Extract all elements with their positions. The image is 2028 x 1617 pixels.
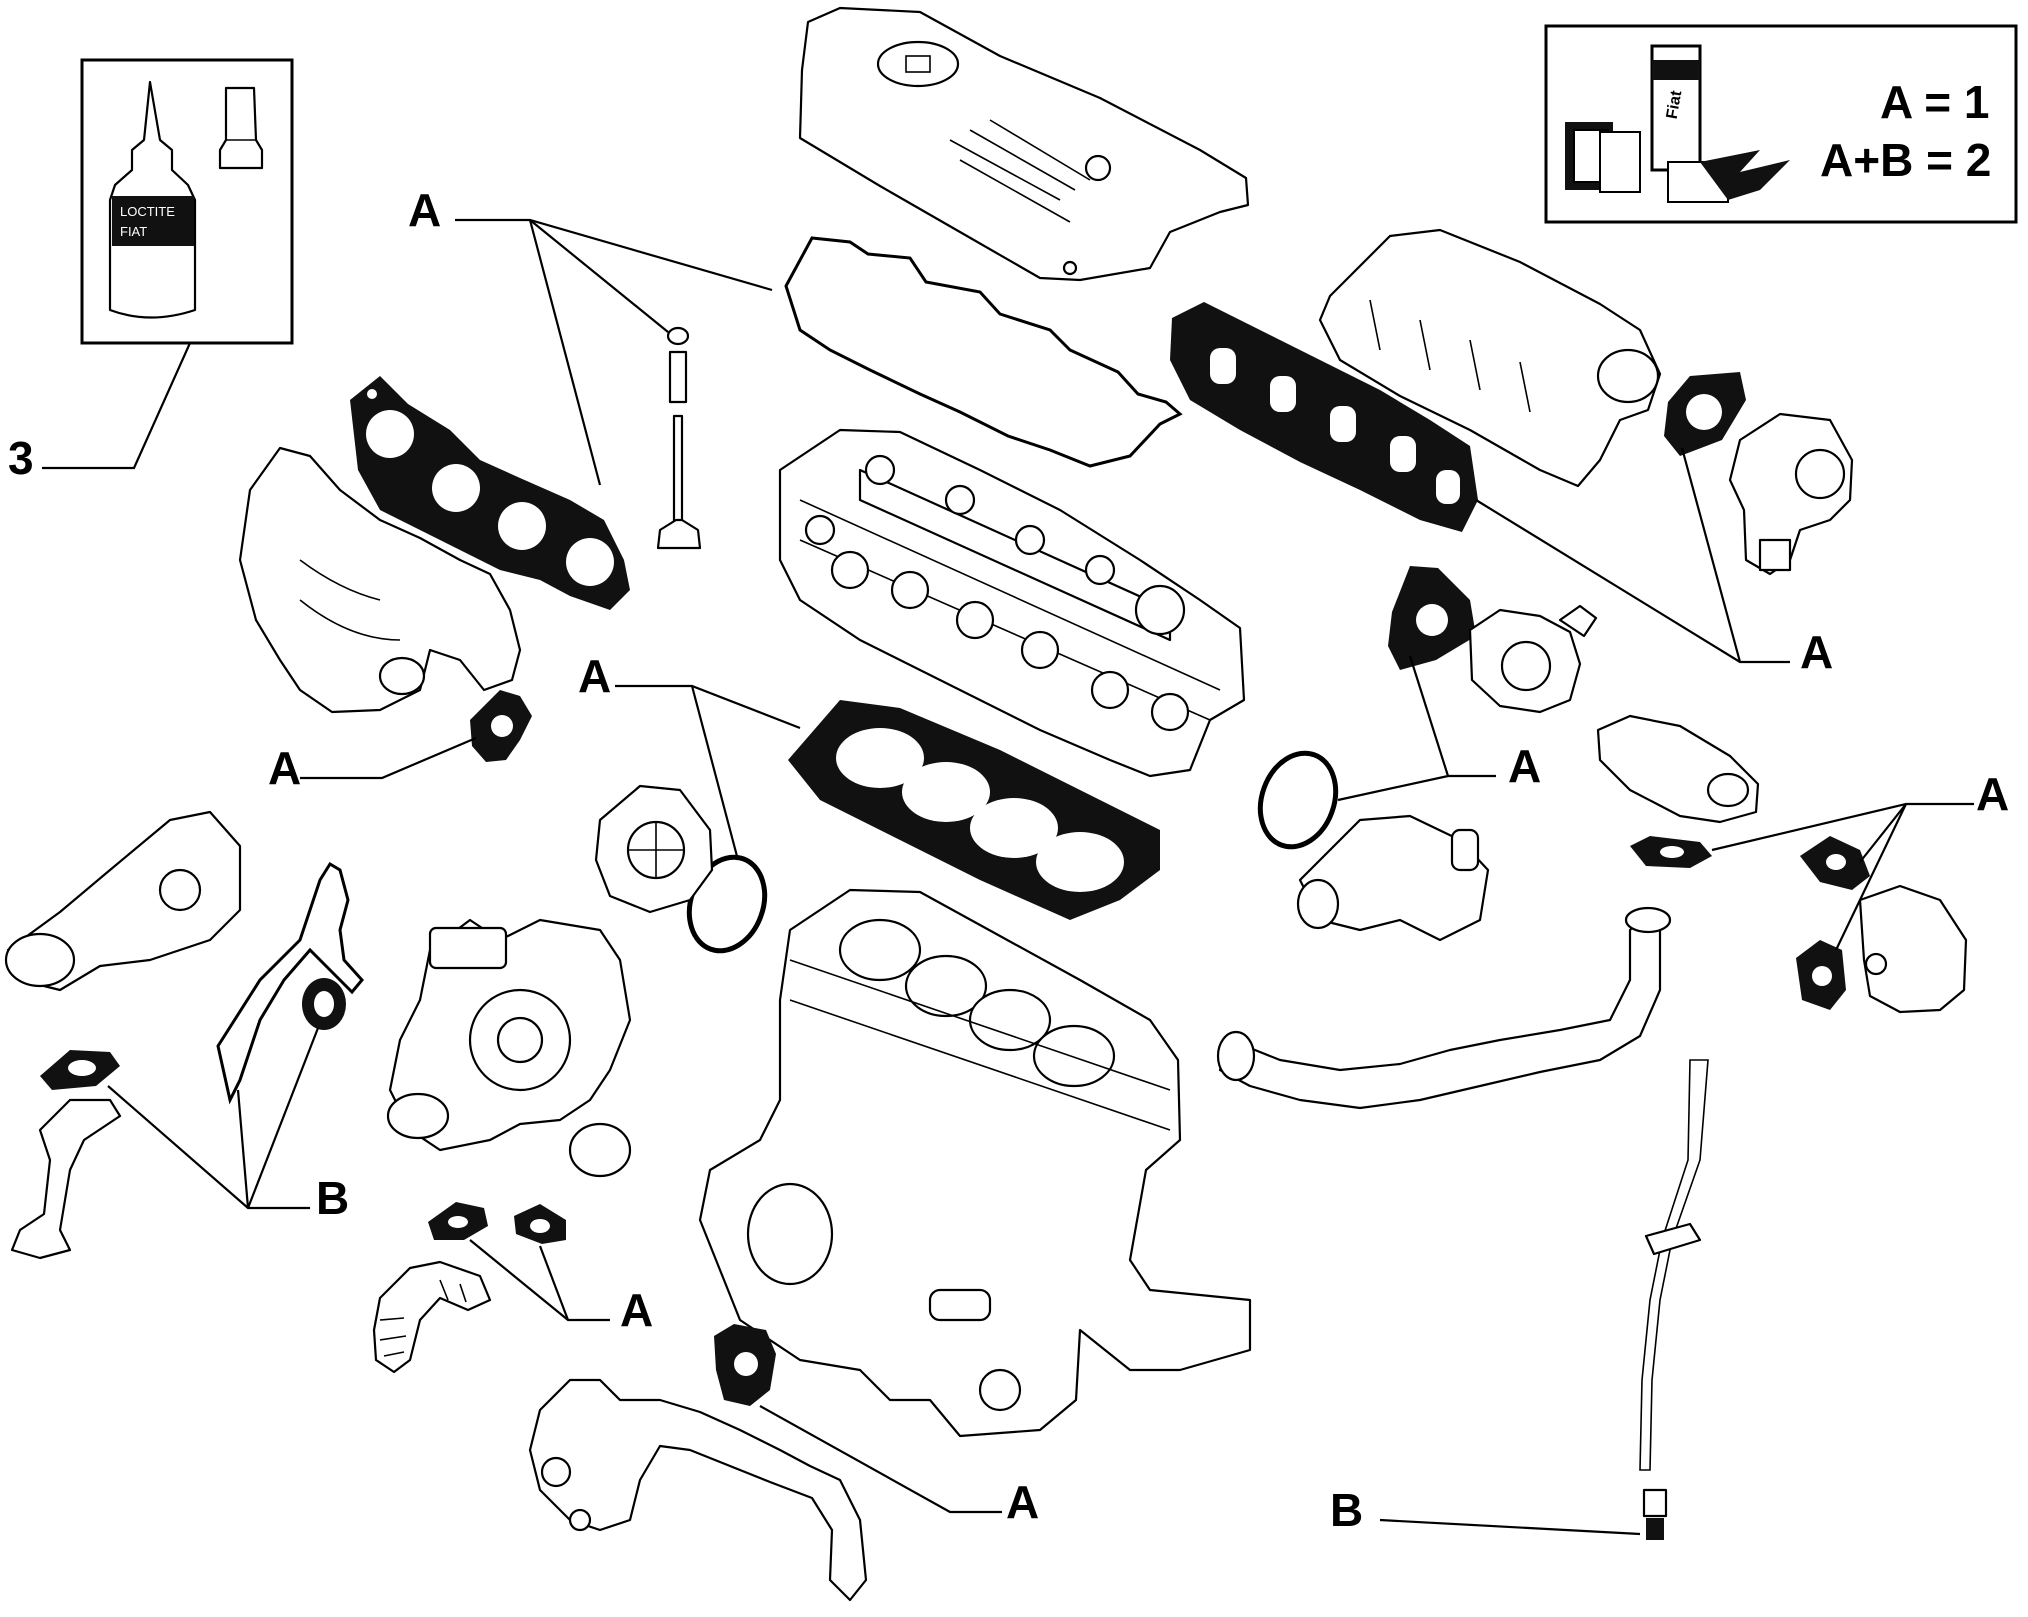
timing-cover-gasket: [216, 861, 364, 1105]
callout-a-thermostat: A: [1508, 740, 1541, 792]
cylinder-head-gasket: [788, 700, 1160, 920]
engine-block: [698, 888, 1252, 1438]
exhaust-manifold-gasket: [350, 376, 630, 610]
callout-b-front: B: [316, 1172, 349, 1224]
sealant-leader-line: [42, 342, 192, 470]
coolant-flange-gasket: [714, 1324, 776, 1406]
callout-a-exhaust-flange: A: [268, 742, 301, 794]
turbo-oil-hose: [372, 1260, 492, 1374]
turbocharger: [386, 918, 632, 1178]
sealant-tube-box: LOCTITE FIAT: [80, 58, 294, 345]
intake-manifold: [1318, 228, 1662, 488]
callout-a-valve-cover: A: [408, 184, 441, 236]
valve-cover-gasket: [784, 236, 1183, 468]
sealant-callout: 3: [8, 432, 34, 484]
thermostat-o-ring: [1257, 750, 1339, 850]
throttle-gasket: [1664, 372, 1746, 456]
legend-box: Fiat A = 1 A+B = 2: [1544, 24, 2018, 224]
callout-b-dipstick: B: [1330, 1484, 1363, 1536]
egr-elbow: [1858, 884, 1968, 1014]
exhaust-flange-gasket: [470, 690, 532, 762]
vacuum-pump-gasket: [1388, 566, 1476, 670]
legend-line-1: A = 1: [1880, 76, 1990, 128]
svg-text:FIAT: FIAT: [120, 224, 147, 239]
throttle-body: [1728, 412, 1854, 576]
callout-a-egr: A: [1976, 768, 2009, 820]
callout-a-pipe: A: [1006, 1476, 1039, 1528]
callout-a-turbo: A: [620, 1284, 653, 1336]
valve-and-seal: [656, 326, 702, 550]
oil-pump: [4, 810, 242, 992]
thermostat-housing: [1296, 814, 1490, 942]
egr-cooler-pipe: [1216, 906, 1672, 1110]
cylinder-head: [778, 428, 1246, 778]
egr-valve: [1596, 714, 1760, 824]
intake-manifold-gasket: [1170, 302, 1478, 532]
oil-pickup: [10, 1098, 122, 1260]
legend-line-2: A+B = 2: [1820, 134, 1991, 186]
coolant-pipe: [528, 1378, 868, 1602]
callout-a-intake: A: [1800, 626, 1833, 678]
dipstick-tube: [1639, 1059, 1709, 1540]
svg-text:LOCTITE: LOCTITE: [120, 204, 175, 219]
valve-cover: [798, 6, 1250, 282]
vacuum-pump: [1468, 604, 1598, 714]
legend-product-text: Fiat: [1664, 89, 1686, 121]
water-pump: [594, 784, 714, 914]
callout-a-head-gasket: A: [578, 650, 611, 702]
exhaust-manifold: [238, 446, 522, 714]
